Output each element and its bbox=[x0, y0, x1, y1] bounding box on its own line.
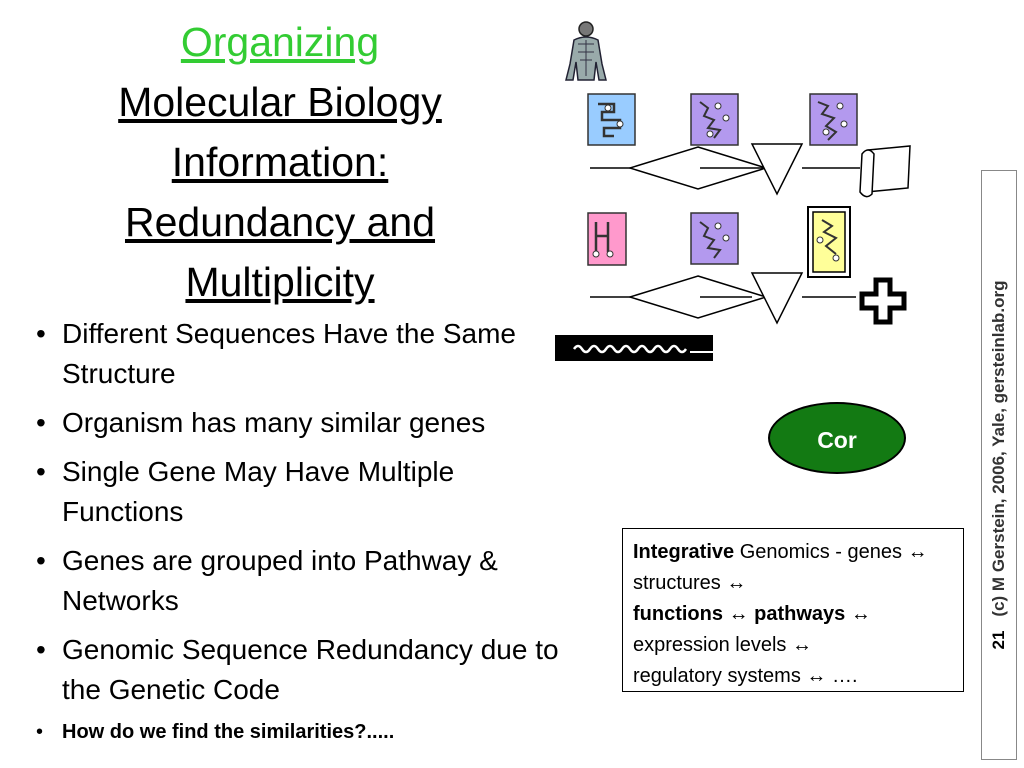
bidirectional-arrow-icon: ↔ bbox=[850, 603, 871, 625]
bidirectional-arrow-icon: ↔ bbox=[907, 541, 928, 563]
bidirectional-arrow-icon: ↔ bbox=[806, 665, 827, 687]
title-line-multiplicity: Multiplicity bbox=[185, 259, 375, 305]
bullet-item: Organism has many similar genes bbox=[30, 403, 590, 443]
bullet-item-question: How do we find the similarities?..... bbox=[30, 717, 590, 747]
info-text: Genomics - genes bbox=[734, 541, 908, 563]
triangle-shape bbox=[750, 143, 804, 196]
bidirectional-arrow-icon: ↔ bbox=[791, 634, 812, 656]
triangle-shape bbox=[750, 272, 804, 325]
bullet-item: Different Sequences Have the Same Struct… bbox=[30, 314, 542, 394]
slide-title: Organizing Molecular Biology Information… bbox=[60, 12, 500, 312]
protein-structure-icon bbox=[807, 206, 851, 278]
protein-structure-icon bbox=[587, 212, 627, 266]
slide-number: 21 bbox=[989, 630, 1008, 650]
diamond-shape bbox=[627, 275, 769, 319]
cross-shape bbox=[859, 277, 907, 325]
bullet-list: Different Sequences Have the Same Struct… bbox=[30, 314, 590, 756]
core-oval-badge: Cor bbox=[768, 402, 906, 474]
title-line-information: Information: bbox=[171, 139, 389, 185]
protein-structure-icon bbox=[690, 212, 739, 265]
bullet-item: Single Gene May Have Multiple Functions bbox=[30, 452, 552, 532]
bullet-item: Genomic Sequence Redundancy due to the G… bbox=[30, 630, 582, 710]
sequence-strip-icon bbox=[555, 335, 713, 361]
protein-structure-icon bbox=[809, 93, 858, 146]
side-banner: 21 (c) M Gerstein, 2006, Yale, gersteinla… bbox=[981, 170, 1017, 760]
integrative-genomics-box: Integrative Genomics - genes ↔ structure… bbox=[622, 528, 964, 692]
bidirectional-arrow-icon: ↔ bbox=[726, 572, 747, 594]
title-line-redundancy: Redundancy and bbox=[124, 199, 436, 245]
pathways-label: pathways bbox=[754, 603, 846, 625]
info-text: structures bbox=[633, 572, 727, 594]
info-text: expression levels bbox=[633, 634, 792, 656]
title-line-organizing: Organizing bbox=[180, 19, 380, 65]
functions-label: functions bbox=[633, 603, 723, 625]
info-text: regulatory systems bbox=[633, 665, 807, 687]
integrative-label: Integrative bbox=[633, 541, 735, 563]
info-text: …. bbox=[826, 665, 858, 687]
protein-structure-icon bbox=[690, 93, 739, 146]
copyright-credit: (c) M Gerstein, 2006, Yale, gersteinlab.… bbox=[989, 280, 1008, 617]
protein-structure-icon bbox=[587, 93, 636, 146]
anatomy-figure-icon bbox=[565, 21, 607, 81]
diamond-shape bbox=[627, 146, 769, 190]
bullet-item: Genes are grouped into Pathway & Network… bbox=[30, 541, 572, 621]
pipeline-diagram bbox=[555, 21, 911, 361]
title-line-molecular-biology: Molecular Biology bbox=[118, 79, 442, 125]
bidirectional-arrow-icon: ↔ bbox=[728, 603, 749, 625]
